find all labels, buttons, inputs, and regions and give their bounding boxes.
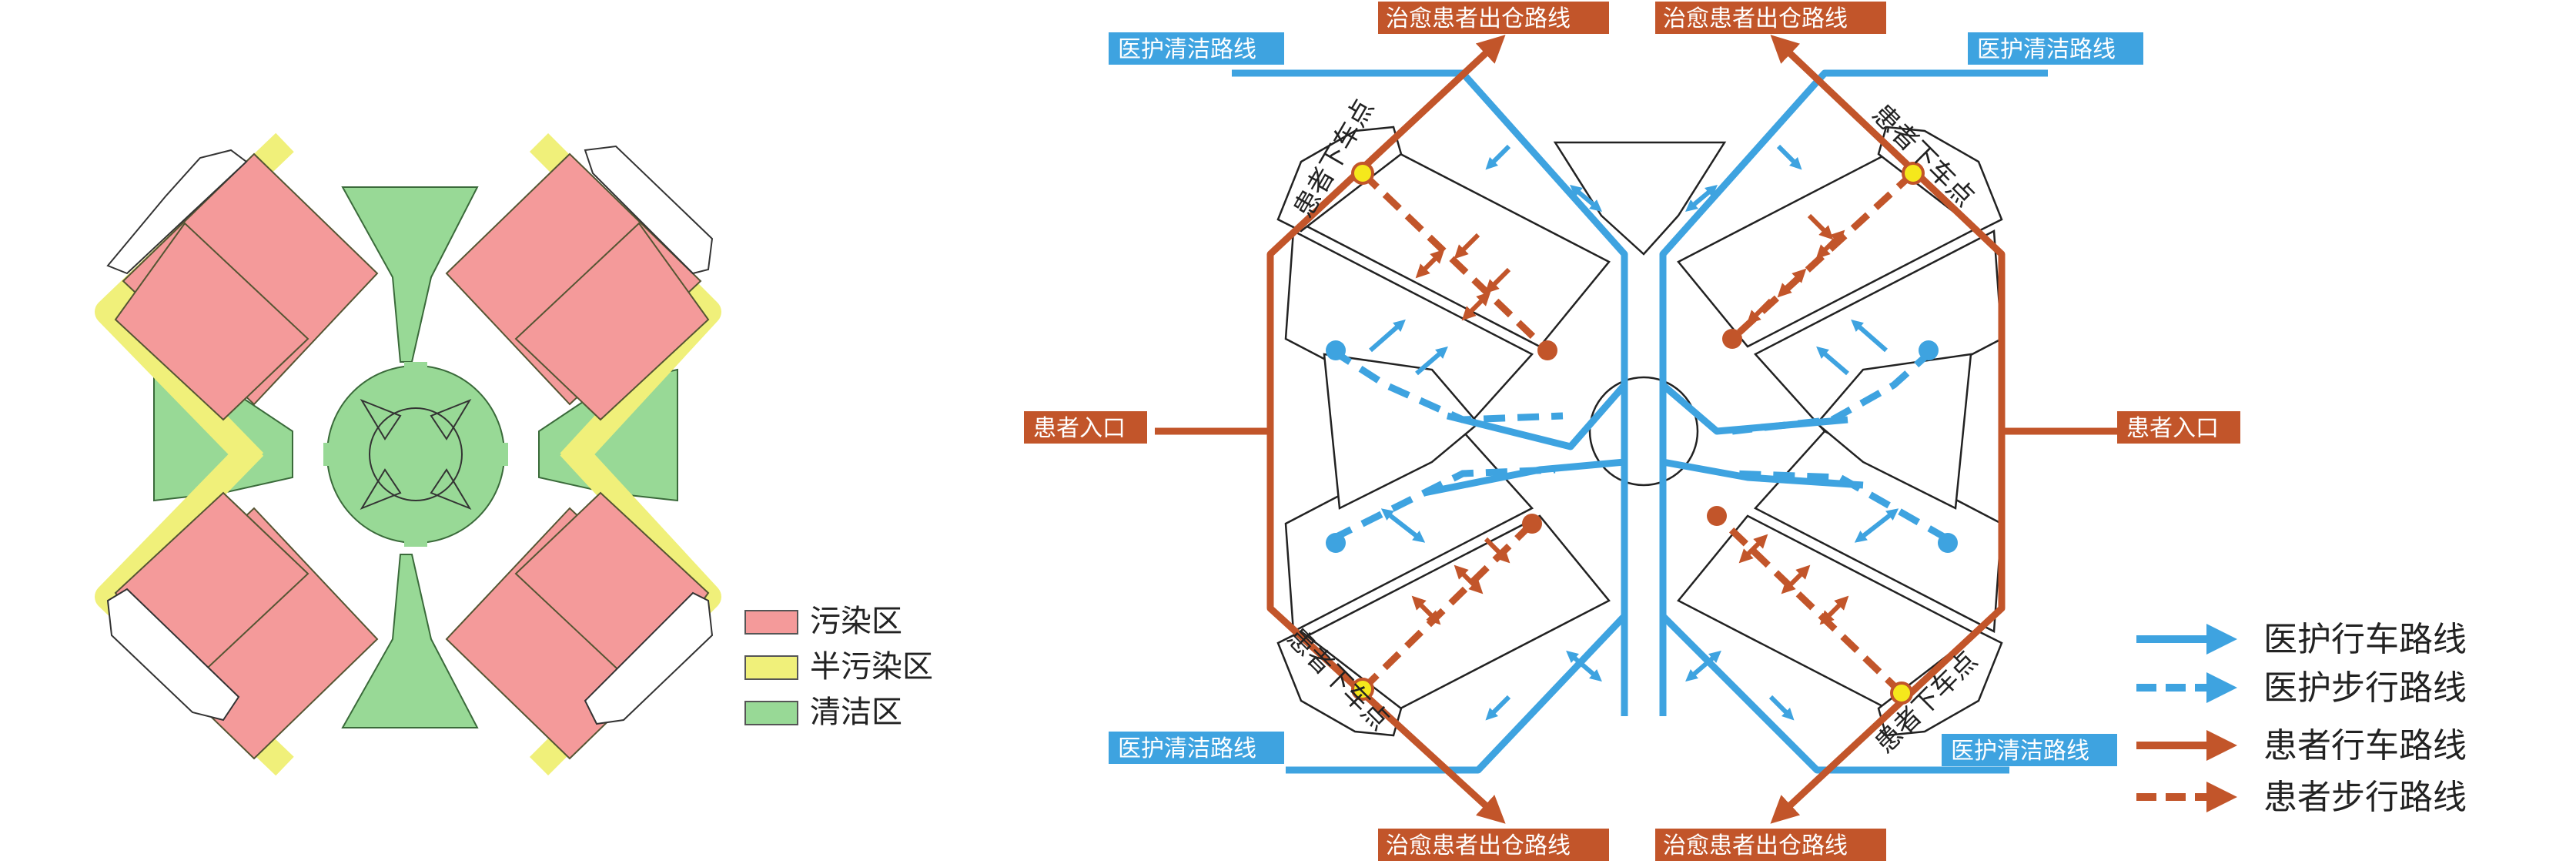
dropoff-marker-ne	[1902, 162, 1925, 185]
tag-exit-route-se: 治愈患者出仓路线	[1663, 832, 1848, 859]
zoning-plan: 污染区 半污染区 清洁区	[95, 132, 933, 776]
legend-label-medical-walk: 医护步行路线	[2263, 668, 2467, 708]
tag-entrance-e: 患者入口	[2126, 415, 2219, 442]
tag-bg-clean-ne	[1968, 32, 2143, 65]
route-legend: 医护行车路线 医护步行路线 患者行车路线 患者步行路线	[2136, 620, 2467, 817]
circulation-plan: 患者下车点 患者下车点 患者下车点 患者下车点 医护清洁路线 医护清洁路线 医护…	[1024, 2, 2467, 861]
patient-vehicle-routes	[1155, 35, 2133, 824]
tag-bg-clean-sw	[1109, 732, 1284, 764]
patient-stop-dots	[1522, 329, 1742, 534]
tag-bg-exit-sw	[1378, 829, 1609, 861]
dropoff-markers	[1351, 162, 1925, 705]
tag-exit-route-sw: 治愈患者出仓路线	[1386, 832, 1571, 859]
dropoff-marker-nw	[1351, 162, 1374, 185]
tag-bg-exit-ne	[1655, 2, 1886, 34]
medical-stop-dots	[1326, 340, 1958, 553]
legend-label-patient-vehicle: 患者行车路线	[2263, 726, 2467, 765]
tag-exit-route-nw: 治愈患者出仓路线	[1386, 5, 1571, 32]
tag-bg-clean-se	[1942, 734, 2117, 766]
tag-bg-entrance-w	[1024, 411, 1147, 444]
tag-bg-exit-nw	[1378, 2, 1609, 34]
tag-clean-route-ne: 医护清洁路线	[1977, 36, 2116, 63]
dropoff-marker-se	[1890, 681, 1913, 705]
service-buildings	[1323, 141, 1972, 510]
legend-swatch-semi-contaminated	[744, 655, 798, 680]
route-tags: 医护清洁路线 医护清洁路线 医护清洁路线 医护清洁路线 治愈患者出仓路线 治愈患…	[1024, 2, 2240, 861]
zone-legend: 污染区 半污染区 清洁区	[744, 604, 933, 730]
tag-bg-clean-nw	[1109, 32, 1284, 65]
legend-swatch-contaminated	[744, 610, 798, 635]
legend-label-patient-walk: 患者步行路线	[2263, 778, 2467, 817]
tag-bg-exit-se	[1655, 829, 1886, 861]
outbuildings	[106, 145, 714, 725]
tag-entrance-w: 患者入口	[1033, 415, 1126, 442]
central-hub	[360, 398, 472, 511]
patient-access-arrows	[1411, 213, 1849, 625]
tag-clean-route-sw: 医护清洁路线	[1118, 735, 1256, 762]
dropoff-marker-sw	[1351, 678, 1374, 701]
dropoff-buildings	[1276, 126, 2003, 737]
legend-label-medical-vehicle: 医护行车路线	[2263, 620, 2467, 659]
tag-clean-route-se: 医护清洁路线	[1951, 738, 2089, 765]
legend-swatch-clean	[744, 701, 798, 725]
tag-clean-route-nw: 医护清洁路线	[1118, 36, 1256, 63]
legend-label-contaminated: 污染区	[810, 604, 902, 639]
tag-exit-route-ne: 治愈患者出仓路线	[1663, 5, 1848, 32]
legend-label-clean: 清洁区	[810, 695, 902, 730]
legend-label-semi-contaminated: 半污染区	[810, 649, 933, 685]
tag-bg-entrance-e	[2117, 411, 2240, 444]
